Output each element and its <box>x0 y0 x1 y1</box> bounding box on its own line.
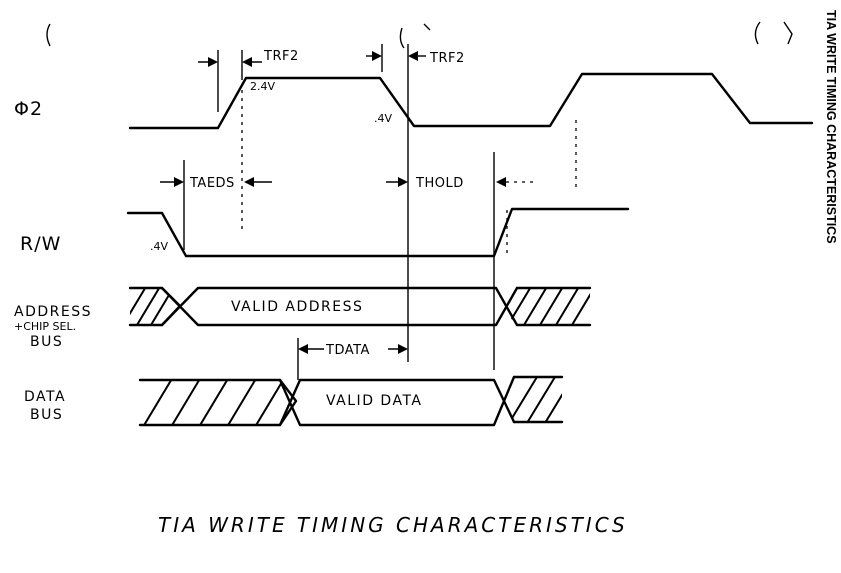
address-bus-valid <box>160 286 519 327</box>
rw-waveform <box>126 207 630 258</box>
tdata-arrowhead-right <box>398 344 408 354</box>
data-label-1: DATA <box>24 389 66 405</box>
address-label-2: +CHIP SEL. <box>14 320 76 333</box>
rw-low-level: .4V <box>150 240 168 253</box>
data-bus-valid <box>278 375 516 427</box>
thold-arrowhead-left <box>398 177 408 187</box>
address-label-1: ADDRESS <box>14 304 92 320</box>
data-bus-left-edge <box>138 378 298 427</box>
trf2-fall-arrowhead-right <box>408 51 418 61</box>
diagram-title: TIA WRITE TIMING CHARACTERISTICS <box>158 513 628 537</box>
trf2-rise-arrowhead-right <box>242 57 252 67</box>
trf2-rise-arrowhead-left <box>208 57 218 67</box>
data-hatch-right <box>505 377 562 422</box>
thold-label: THOLD <box>415 176 464 191</box>
tdata-label: TDATA <box>325 343 370 358</box>
phi2-high-level: 2.4V <box>250 80 275 93</box>
scan-mark-middle <box>399 23 431 49</box>
phi2-waveform <box>128 72 814 130</box>
taeds-arrowhead-left <box>174 177 184 187</box>
trf2-fall-label: TRF2 <box>429 51 465 66</box>
data-label-2: BUS <box>30 407 63 423</box>
trf2-fall-arrowhead-left <box>372 51 382 61</box>
phi2-label: Φ2 <box>14 98 43 120</box>
rw-label: R/W <box>20 233 61 255</box>
phi2-low-level: .4V <box>374 112 392 125</box>
scan-mark-left <box>46 23 51 47</box>
valid-address-text: VALID ADDRESS <box>231 299 363 315</box>
scan-mark-right <box>754 21 793 45</box>
data-bus-right-edge <box>512 375 564 424</box>
valid-data-text: VALID DATA <box>326 393 422 409</box>
address-label-3: BUS <box>30 334 63 350</box>
taeds-label: TAEDS <box>189 176 235 191</box>
trf2-rise-label: TRF2 <box>263 49 299 64</box>
address-bus-right-edge <box>515 286 592 327</box>
